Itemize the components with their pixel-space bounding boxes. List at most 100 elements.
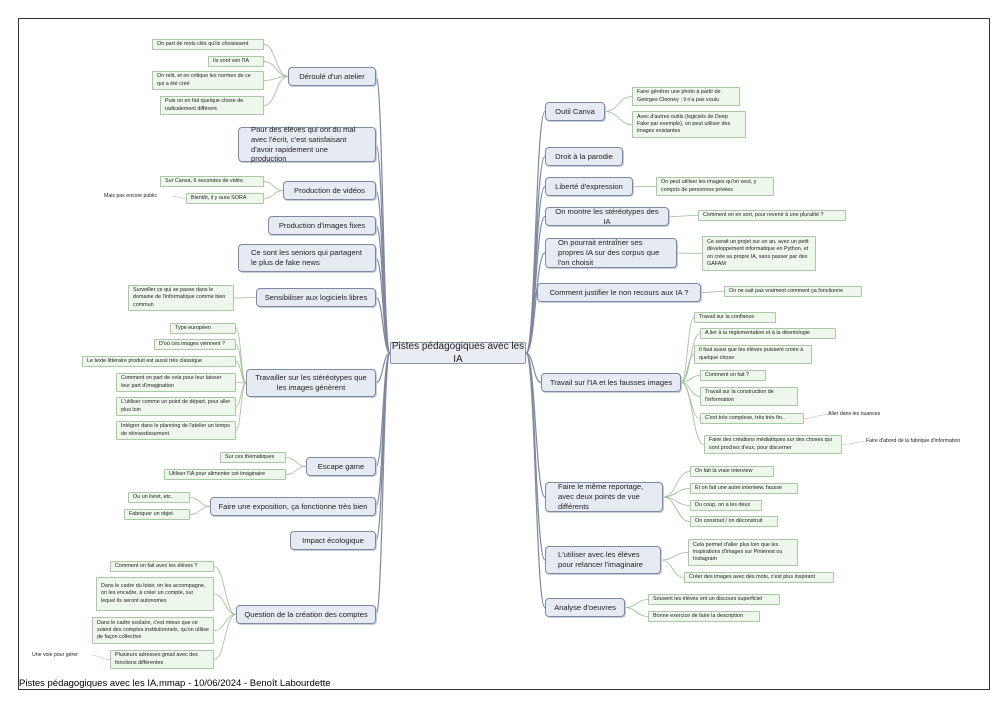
sub-expo-1[interactable]: Ou un livret, etc.	[128, 492, 190, 503]
line-sub-oeuvres-1	[624, 599, 649, 608]
topic-reportage[interactable]: Faire le même reportage, avec deux point…	[545, 482, 663, 512]
sub-comptes-1[interactable]: Comment on fait avec les élèves ?	[110, 561, 214, 572]
sub-canva-2[interactable]: Avec d'autres outils (logiciels de Deep …	[632, 111, 746, 138]
sub-escape-1[interactable]: Sur ces thématiques	[220, 452, 286, 463]
sub-reportage-2[interactable]: Et on fait une autre interview, fausse	[690, 483, 798, 494]
line-sub-atelier-2	[263, 61, 289, 77]
sub-fausses-6[interactable]: C'est très complexe, très très fin..	[700, 413, 804, 424]
sub-justifier-1[interactable]: On ne sait pas vraiment comment ça fonct…	[724, 286, 862, 297]
sub-oeuvres-1[interactable]: Souvent les élèves ont un discours super…	[648, 594, 780, 605]
sub-escape-2[interactable]: Utiliser l'IA pour alimenter cet imagina…	[164, 469, 286, 480]
sub-expo-2[interactable]: Fabriquer un objet	[124, 509, 190, 520]
line-topic-comptes	[375, 352, 391, 616]
topic-relancer[interactable]: L'utiliser avec les élèves pour relancer…	[545, 546, 661, 574]
line-sub-canva-1	[604, 96, 633, 112]
line-topic-stereotypes	[375, 352, 391, 384]
sub-stereo-5[interactable]: L'utiliser comme un point de départ, pou…	[116, 397, 236, 416]
line-sub-escape-2	[285, 466, 307, 475]
line-topic-canva	[525, 110, 546, 354]
topic-liberte[interactable]: Liberté d'expression	[545, 177, 633, 196]
line-sub-fausses-5	[680, 382, 701, 397]
sub-atelier-4[interactable]: Puis on en fait quelque chose de radical…	[160, 96, 264, 115]
note-videos: Mais pas encore public	[104, 193, 158, 200]
topic-oeuvres[interactable]: Analyse d'oeuvres	[545, 598, 625, 617]
line-topic-parodie	[525, 155, 546, 354]
line-sub-canva-2	[604, 111, 633, 125]
sub-atelier-2[interactable]: Ils vont voir l'IA	[208, 56, 264, 67]
sub-montre-1[interactable]: Comment on en sort, pour revenir à une p…	[698, 210, 846, 221]
topic-entrainer[interactable]: On pourrait entraîner ses propres IA sur…	[545, 238, 677, 268]
line-topic-liberte	[525, 185, 546, 354]
topic-images-fixes[interactable]: Production d'images fixes	[268, 216, 376, 235]
line-sub-stereo-5	[235, 382, 247, 407]
topic-justifier[interactable]: Comment justifier le non recours aux IA …	[537, 283, 701, 302]
topic-exposition[interactable]: Faire une exposition, ça fonctionne très…	[210, 497, 376, 516]
topic-atelier[interactable]: Déroulé d'un atelier	[288, 67, 376, 86]
line-sub-atelier-4	[263, 76, 289, 106]
line-note-videos	[171, 196, 187, 199]
line-sub-relancer-2	[660, 559, 685, 578]
topic-eleves-ecrit[interactable]: Pour des élèves qui ont du mal avec l'éc…	[238, 125, 376, 163]
topic-parodie[interactable]: Droit à la parodie	[545, 147, 623, 166]
topic-montre[interactable]: On montre les stéréotypes des IA	[545, 207, 669, 226]
sub-stereo-3[interactable]: Le texte littéraire produit est aussi tr…	[82, 356, 236, 367]
line-sub-fausses-1	[680, 317, 695, 383]
sub-videos-1[interactable]: Sur Canva, 6 secondes de vidéo	[160, 176, 264, 187]
sub-stereo-1[interactable]: Type européen	[170, 323, 236, 334]
line-sub-justifier-1	[700, 291, 725, 293]
topic-stereotypes[interactable]: Travailler sur les stéréotypes que les i…	[246, 369, 376, 397]
line-sub-reportage-4	[662, 496, 691, 522]
sub-stereo-2[interactable]: D'où ces images viennent ?	[154, 339, 236, 350]
sub-reportage-3[interactable]: Du coup, on a les deux	[690, 500, 762, 511]
topic-ecologique[interactable]: Impact écologique	[290, 531, 376, 550]
line-sub-reportage-2	[662, 488, 691, 498]
sub-reportage-1[interactable]: On fait la vraie interview	[690, 466, 774, 477]
line-topic-oeuvres	[525, 352, 546, 609]
line-topic-justifier	[525, 291, 538, 354]
sub-fausses-3[interactable]: Il faut aussi que les élèves puissent cr…	[694, 345, 812, 364]
sub-atelier-3[interactable]: On relit, et on critique les normes de c…	[152, 71, 264, 90]
sub-comptes-3[interactable]: Dans le cadre scolaire, c'est mieux que …	[92, 617, 214, 644]
sub-atelier-1[interactable]: On part de mots clés qu'ils choisissent	[152, 39, 264, 50]
line-sub-stereo-3	[235, 361, 247, 384]
map-frame	[18, 18, 990, 690]
line-topic-logiciels	[375, 296, 391, 354]
sub-videos-2[interactable]: Bientôt, il y aura SORA	[186, 193, 264, 204]
sub-logiciels-1[interactable]: Surveiller ce qui se passe dans le domai…	[128, 285, 234, 311]
sub-comptes-2[interactable]: Dans le cadre du loisir, on les accompag…	[96, 577, 214, 611]
topic-canva[interactable]: Outil Canva	[545, 102, 605, 121]
sub-stereo-4[interactable]: Comment on part de cela pour leur laisse…	[116, 373, 236, 392]
sub-fausses-4[interactable]: Comment on fait ?	[700, 370, 766, 381]
line-sub-videos-2	[263, 190, 284, 199]
sub-fausses-7[interactable]: Faire des créations médiatiques sur des …	[704, 435, 842, 454]
topic-videos[interactable]: Production de vidéos	[283, 181, 376, 200]
topic-logiciels[interactable]: Sensibiliser aux logiciels libres	[256, 288, 376, 307]
sub-entrainer-1[interactable]: Ce serait un projet sur un an, avec un p…	[702, 236, 816, 271]
line-sub-comptes-1	[213, 566, 237, 615]
sub-comptes-4[interactable]: Plusieurs adresses gmail avec des foncti…	[110, 650, 214, 669]
line-sub-stereo-6	[235, 382, 247, 431]
sub-relancer-1[interactable]: Cela permet d'aller plus loin que les in…	[688, 539, 798, 566]
sub-canva-1[interactable]: Faire générer une photo à partir de Geor…	[632, 87, 740, 106]
root-topic[interactable]: Pistes pédagogiques avec les IA	[390, 341, 526, 365]
sub-fausses-5[interactable]: Travail sur la construction de l'informa…	[700, 387, 798, 406]
line-sub-stereo-4	[235, 382, 247, 384]
sub-fausses-1[interactable]: Travail sur la confiance	[694, 312, 776, 323]
footer-caption: Pistes pédagogiques avec les IA.mmap - 1…	[19, 678, 331, 689]
line-sub-fausses-3	[680, 354, 695, 383]
topic-fausses[interactable]: Travail sur l'IA et les fausses images	[541, 373, 681, 392]
topic-seniors[interactable]: Ce sont les seniors qui partagent le plu…	[238, 244, 376, 272]
sub-reportage-4[interactable]: On construit / on déconstruit	[690, 516, 778, 527]
topic-escape[interactable]: Escape game	[306, 457, 376, 476]
topic-comptes[interactable]: Question de la création des comptes	[236, 605, 376, 624]
line-sub-relancer-1	[660, 552, 689, 561]
sub-liberte-1[interactable]: On peut utiliser les images qu'on veut, …	[656, 177, 774, 196]
sub-fausses-2[interactable]: A lier à la réglementation et à la déont…	[700, 328, 836, 339]
line-sub-montre-1	[668, 215, 699, 217]
line-sub-expo-1	[189, 497, 211, 507]
sub-oeuvres-2[interactable]: Bonne exercice de faire la description	[648, 611, 760, 622]
sub-relancer-2[interactable]: Créer des images avec des mots, c'est pl…	[684, 572, 834, 583]
line-sub-comptes-4	[213, 614, 237, 660]
sub-stereo-6[interactable]: Intégrer dans le planning de l'atelier u…	[116, 421, 236, 440]
line-sub-comptes-3	[213, 614, 237, 631]
